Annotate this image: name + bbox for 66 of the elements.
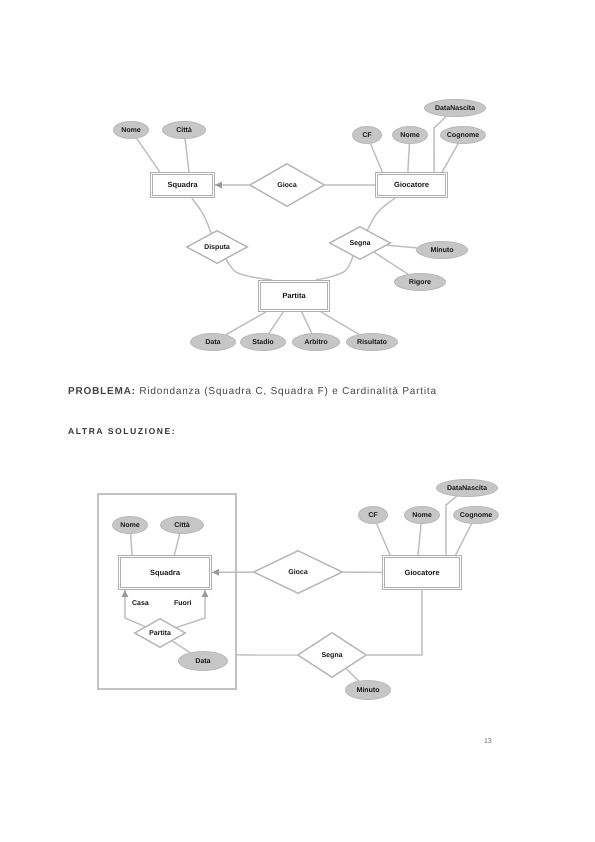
connector-line bbox=[315, 256, 354, 281]
attribute-ellipse bbox=[392, 126, 428, 144]
entity-box bbox=[258, 280, 330, 312]
attribute-ellipse bbox=[190, 333, 236, 351]
attribute-ellipse bbox=[162, 121, 206, 139]
connector-line bbox=[225, 258, 272, 281]
connector-line bbox=[370, 143, 383, 172]
connector-line bbox=[346, 668, 360, 682]
attribute-ellipse bbox=[404, 506, 440, 524]
connector-line bbox=[136, 138, 160, 172]
attribute-ellipse bbox=[358, 506, 388, 524]
attribute-ellipse bbox=[436, 479, 498, 497]
connector-line bbox=[433, 116, 446, 172]
connector-line bbox=[454, 523, 472, 556]
connector-line bbox=[417, 524, 422, 556]
connector-line bbox=[268, 312, 284, 334]
relationship-diamond bbox=[134, 618, 186, 648]
connector-line bbox=[445, 496, 457, 555]
entity-box bbox=[382, 555, 462, 590]
arrow bbox=[176, 590, 209, 628]
attribute-ellipse bbox=[160, 516, 204, 534]
connector-line bbox=[367, 590, 423, 656]
attribute-ellipse bbox=[416, 241, 468, 259]
relationship-diamond bbox=[249, 163, 325, 207]
connector-line bbox=[386, 244, 417, 249]
relationship-diamond bbox=[329, 226, 391, 260]
relationship-diamond bbox=[253, 550, 343, 594]
attribute-ellipse bbox=[352, 126, 382, 144]
entity-box bbox=[150, 172, 215, 198]
attribute-ellipse bbox=[346, 333, 398, 351]
connector-line bbox=[325, 184, 375, 186]
connector-line bbox=[374, 252, 408, 275]
connector-line bbox=[407, 144, 410, 172]
connector-line bbox=[300, 312, 312, 334]
connector-line bbox=[442, 143, 459, 172]
relationship-diamond bbox=[186, 230, 248, 264]
attribute-ellipse bbox=[240, 333, 286, 351]
attribute-ellipse bbox=[113, 121, 149, 139]
connector-line bbox=[342, 571, 382, 574]
entity-box bbox=[118, 555, 212, 590]
attribute-ellipse bbox=[178, 651, 228, 671]
attribute-ellipse bbox=[394, 273, 446, 291]
aggregation-box bbox=[97, 493, 237, 690]
attribute-ellipse bbox=[440, 126, 486, 144]
relationship-diamond bbox=[297, 632, 367, 678]
connector-line bbox=[184, 138, 190, 172]
arrow bbox=[121, 590, 146, 628]
connector-line bbox=[130, 534, 133, 556]
connector-line bbox=[320, 311, 360, 335]
connector-line bbox=[376, 523, 391, 556]
arrow bbox=[215, 182, 249, 188]
arrow bbox=[212, 568, 254, 576]
connector-line bbox=[191, 198, 212, 234]
connector-line bbox=[237, 654, 298, 656]
attribute-ellipse bbox=[112, 516, 148, 534]
attribute-ellipse bbox=[292, 333, 340, 351]
attribute-ellipse bbox=[453, 506, 499, 524]
problem-note: PROBLEMA: Ridondanza (Squadra C, Squadra F) e Cardinalità Partita bbox=[68, 386, 437, 397]
attribute-ellipse bbox=[424, 99, 486, 117]
connector-line bbox=[226, 311, 266, 336]
connector-line bbox=[174, 534, 180, 556]
attribute-ellipse bbox=[345, 680, 391, 700]
connector-line bbox=[366, 197, 396, 230]
connector-line bbox=[172, 640, 190, 654]
entity-box bbox=[375, 172, 448, 198]
section-heading: ALTRA SOLUZIONE: bbox=[68, 427, 176, 436]
